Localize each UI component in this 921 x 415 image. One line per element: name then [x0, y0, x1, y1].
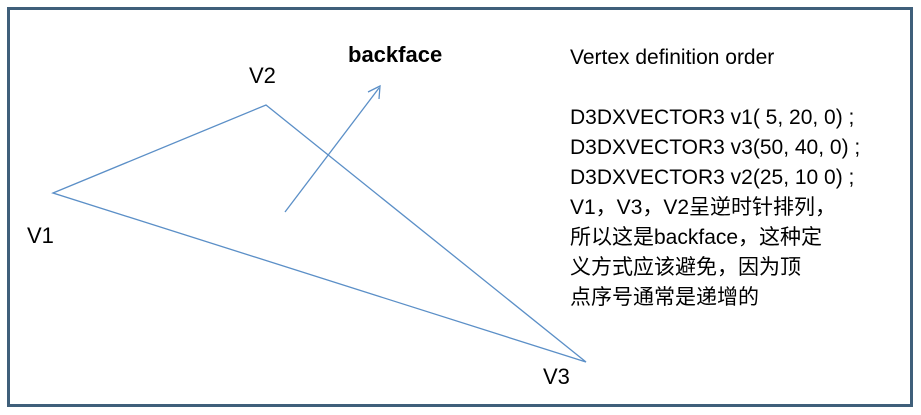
vertex-label-v2: V2	[249, 63, 276, 88]
code-line-2: D3DXVECTOR3 v3(50, 40, 0) ;	[570, 136, 861, 159]
normal-arrow-shaft	[284, 87, 380, 213]
description-line-2: 所以这是backface，这种定	[570, 226, 823, 249]
triangle	[51, 104, 587, 363]
notes-heading: Vertex definition order	[570, 46, 775, 69]
vertex-label-v3: V3	[543, 364, 570, 389]
description-line-3: 义方式应该避免，因为顶	[570, 256, 801, 279]
description-line-1: V1，V3，V2呈逆时针排列，	[570, 196, 837, 219]
description-line-4: 点序号通常是递增的	[570, 286, 759, 309]
code-line-3: D3DXVECTOR3 v2(25, 10 0) ;	[570, 166, 855, 189]
backface-label: backface	[348, 42, 443, 67]
vertex-label-v1: V1	[27, 223, 54, 248]
code-line-1: D3DXVECTOR3 v1( 5, 20, 0) ;	[570, 106, 855, 129]
notes-panel: Vertex definition order D3DXVECTOR3 v1( …	[570, 43, 860, 313]
normal-arrow-head	[367, 84, 381, 100]
diagram-frame	[7, 7, 913, 407]
notes-spacer	[570, 73, 860, 103]
